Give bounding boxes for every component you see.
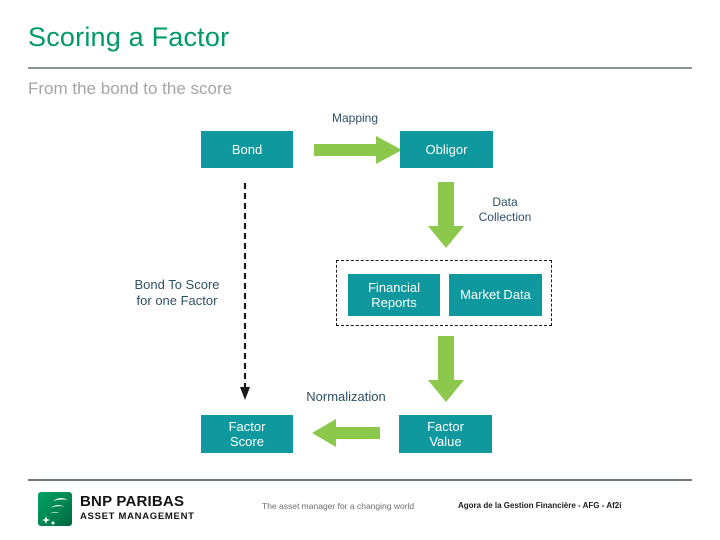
bond-box-label: Bond [231, 141, 263, 157]
mapping-label: Mapping [331, 111, 379, 125]
obligor-box-label: Obligor [425, 141, 468, 157]
data-collection-label: Data Collection [478, 195, 532, 224]
data-sources-group [336, 260, 552, 326]
slide-title: Scoring a Factor [28, 22, 230, 52]
obligor-box: Obligor [400, 131, 493, 168]
footer-divider [28, 479, 692, 481]
market-data-box: Market Data [449, 274, 542, 316]
event-reference: Agora de la Gestion Financière - AFG - A… [458, 501, 622, 510]
title-divider [28, 67, 692, 69]
dashed-connector-arrow-icon [240, 183, 250, 400]
brand-subname: ASSET MANAGEMENT [80, 511, 195, 522]
logo-birds-stars-icon [42, 497, 68, 526]
normalization-label: Normalization [306, 389, 386, 404]
factor-score-box: Factor Score [201, 415, 293, 453]
arrow-right-icon [314, 136, 402, 164]
bond-box: Bond [201, 131, 293, 168]
factor-value-box: Factor Value [399, 415, 492, 453]
slide-subtitle: From the bond to the score [28, 79, 233, 98]
brand-tagline: The asset manager for a changing world [262, 501, 415, 511]
financial-reports-box: Financial Reports [348, 274, 440, 316]
brand-name: BNP PARIBAS [80, 493, 185, 510]
arrow-left-icon [312, 419, 380, 447]
bond-to-score-label: Bond To Score for one Factor [134, 277, 220, 308]
market-data-box-label: Market Data [460, 287, 531, 303]
arrow-down-icon [428, 336, 464, 402]
factor-score-box-label: Factor Score [228, 418, 266, 449]
bnp-paribas-logo [38, 492, 72, 526]
arrow-down-icon [428, 182, 464, 248]
financial-reports-box-label: Financial Reports [367, 279, 421, 310]
factor-value-box-label: Factor Value [427, 418, 464, 449]
